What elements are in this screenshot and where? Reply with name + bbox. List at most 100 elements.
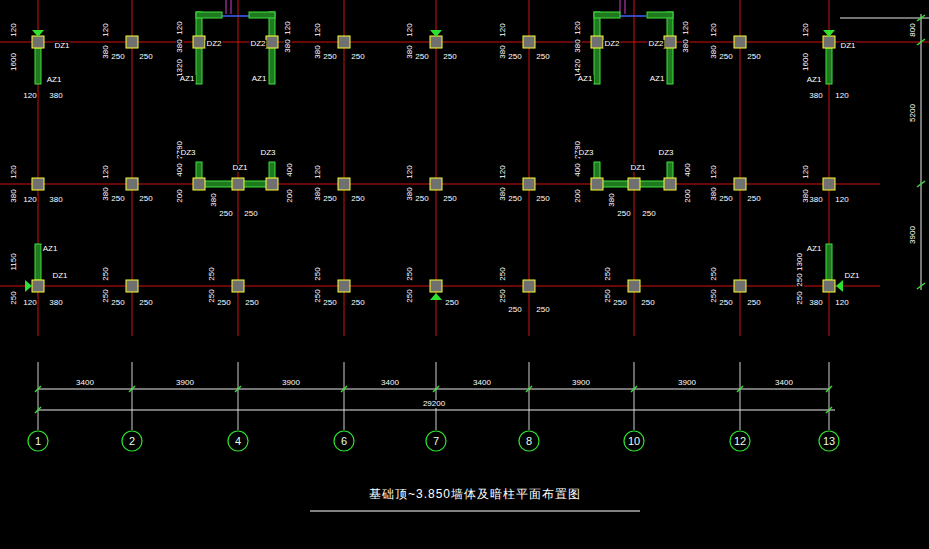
section-marker bbox=[25, 280, 32, 292]
column-square bbox=[523, 280, 535, 292]
extension-line bbox=[829, 362, 830, 430]
column-square bbox=[266, 178, 278, 190]
dimension-text: 250 bbox=[535, 195, 550, 203]
dimension-text: 380 bbox=[574, 38, 582, 53]
column-square bbox=[232, 280, 244, 292]
dimension-text: 250 bbox=[314, 266, 322, 281]
axis-circle bbox=[28, 431, 48, 451]
dimension-text: 250 bbox=[507, 306, 522, 314]
dimension-text: 250 bbox=[138, 53, 153, 61]
dimension-tick bbox=[341, 386, 347, 392]
dimension-text: 380 bbox=[314, 186, 322, 201]
column-tag: DZ1 bbox=[51, 272, 68, 280]
dimension-text: 250 bbox=[641, 210, 656, 218]
axis-bubble: 1 bbox=[27, 430, 49, 452]
axis-circle bbox=[730, 431, 750, 451]
dimension-text: 250 bbox=[414, 195, 429, 203]
dimension-text: 250 bbox=[710, 288, 718, 303]
dimension-text: 400 bbox=[176, 162, 184, 177]
dimension-text: 250 bbox=[718, 299, 733, 307]
dimension-text: 250 bbox=[414, 53, 429, 61]
column-tag: DZ3 bbox=[577, 149, 594, 157]
column-tag: AZ1 bbox=[649, 75, 666, 83]
dimension-text: 250 bbox=[243, 210, 258, 218]
dimension-text: 120 bbox=[406, 164, 414, 179]
section-marker bbox=[430, 30, 442, 37]
opening-line bbox=[625, 0, 626, 14]
axis-line bbox=[0, 42, 929, 43]
dimension-text: 380 bbox=[314, 44, 322, 59]
extension-line bbox=[132, 362, 133, 430]
dimension-text: 250 bbox=[110, 195, 125, 203]
column-tag: DZ3 bbox=[259, 149, 276, 157]
dimension-line bbox=[38, 410, 835, 411]
dimension-text: 3900 bbox=[909, 225, 917, 245]
column-tag: AZ1 bbox=[42, 245, 59, 253]
dimension-text: 3900 bbox=[281, 379, 301, 387]
axis-bubble: 10 bbox=[623, 430, 645, 452]
column-square bbox=[664, 178, 676, 190]
column-square bbox=[628, 280, 640, 292]
column-tag: DZ3 bbox=[179, 149, 196, 157]
dimension-line bbox=[38, 389, 829, 390]
axis-bubble: 7 bbox=[425, 430, 447, 452]
dimension-text: 3900 bbox=[571, 379, 591, 387]
column-tag: DZ1 bbox=[843, 272, 860, 280]
dimension-text: 250 bbox=[102, 288, 110, 303]
dimension-text: 120 bbox=[710, 22, 718, 37]
axis-number: 4 bbox=[235, 435, 241, 447]
dimension-text: 1600 bbox=[802, 52, 810, 72]
dimension-text: 3400 bbox=[75, 379, 95, 387]
axis-number: 7 bbox=[433, 435, 439, 447]
dimension-text: 380 bbox=[808, 299, 823, 307]
dimension-text: 250 bbox=[442, 53, 457, 61]
dimension-text: 200 bbox=[176, 188, 184, 203]
column-tag: AZ1 bbox=[806, 76, 823, 84]
dimension-text: 120 bbox=[710, 164, 718, 179]
column-square bbox=[126, 178, 138, 190]
dimension-text: 120 bbox=[102, 164, 110, 179]
dimension-text: 250 bbox=[218, 210, 233, 218]
wall bbox=[249, 12, 275, 18]
dimension-text: 250 bbox=[718, 195, 733, 203]
axis-bubble: 8 bbox=[518, 430, 540, 452]
section-marker bbox=[32, 30, 44, 37]
wall bbox=[35, 48, 41, 84]
dimension-text: 250 bbox=[350, 299, 365, 307]
drawing-title: 基础顶~3.850墙体及暗柱平面布置图 bbox=[369, 486, 581, 503]
dimension-text: 250 bbox=[507, 195, 522, 203]
dimension-text: 120 bbox=[10, 164, 18, 179]
dimension-text: 380 bbox=[10, 188, 18, 203]
dimension-text: 250 bbox=[710, 266, 718, 281]
dimension-tick bbox=[917, 15, 925, 21]
dimension-line bbox=[921, 14, 922, 290]
dimension-text: 250 bbox=[444, 299, 459, 307]
axis-bubble: 13 bbox=[818, 430, 840, 452]
dimension-text: 380 bbox=[406, 44, 414, 59]
dimension-text: 800 bbox=[909, 22, 917, 37]
column-tag: AZ1 bbox=[46, 76, 63, 84]
dimension-text: 380 bbox=[499, 186, 507, 201]
title-underline bbox=[310, 511, 640, 512]
dimension-text: 250 bbox=[406, 266, 414, 281]
dimension-text: 250 bbox=[718, 53, 733, 61]
dimension-text: 5200 bbox=[909, 103, 917, 123]
dimension-text: 250 bbox=[796, 290, 804, 305]
extension-line bbox=[38, 362, 39, 430]
dimension-text: 120 bbox=[499, 164, 507, 179]
wall bbox=[826, 244, 832, 280]
column-square bbox=[664, 36, 676, 48]
dimension-text: 200 bbox=[684, 188, 692, 203]
section-marker bbox=[823, 30, 835, 37]
dimension-text: 120 bbox=[314, 22, 322, 37]
column-square bbox=[734, 178, 746, 190]
column-square bbox=[338, 36, 350, 48]
dimension-tick bbox=[737, 386, 743, 392]
dimension-text: 29200 bbox=[422, 400, 446, 408]
column-tag: AZ1 bbox=[806, 245, 823, 253]
axis-circle bbox=[624, 431, 644, 451]
dimension-text: 250 bbox=[138, 299, 153, 307]
dimension-text: 120 bbox=[802, 164, 810, 179]
dimension-text: 3400 bbox=[380, 379, 400, 387]
